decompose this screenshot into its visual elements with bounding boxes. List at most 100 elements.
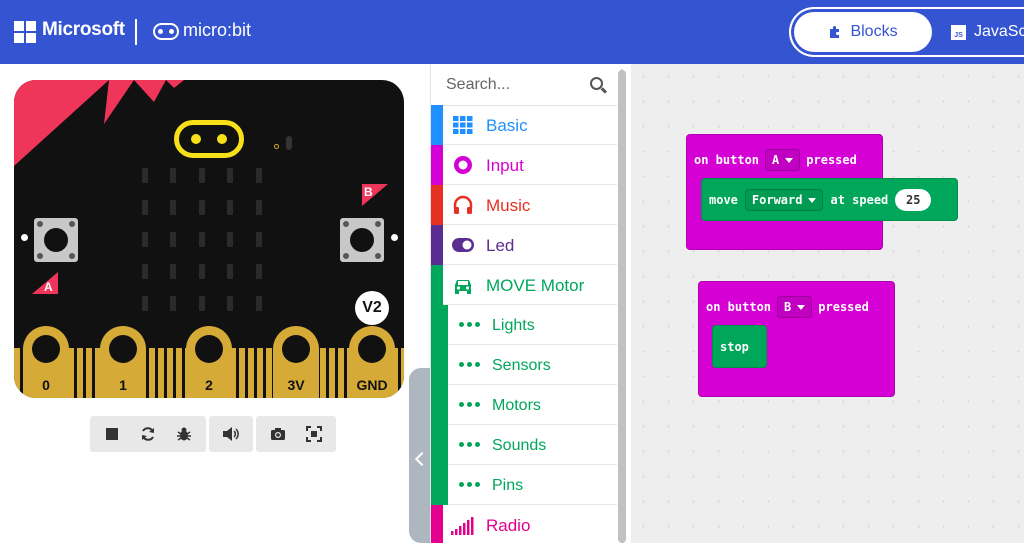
toolbox-scrollbar[interactable] bbox=[618, 70, 626, 543]
category-input[interactable]: Input bbox=[431, 145, 617, 185]
tab-javascript[interactable]: JS JavaSc bbox=[951, 12, 1024, 52]
button-a[interactable] bbox=[34, 218, 78, 262]
category-color-bar bbox=[431, 105, 443, 145]
button-dropdown[interactable]: A bbox=[765, 149, 801, 171]
led bbox=[256, 296, 262, 311]
category-color-bar bbox=[431, 145, 443, 185]
search-icon[interactable] bbox=[590, 77, 603, 90]
block-text: on button bbox=[706, 300, 772, 314]
microsoft-logo-icon[interactable] bbox=[14, 21, 36, 43]
button-b[interactable] bbox=[340, 218, 384, 262]
stop-button[interactable] bbox=[96, 418, 128, 450]
category-music[interactable]: Music bbox=[431, 185, 617, 225]
pin-1[interactable]: 1 bbox=[100, 326, 146, 398]
subcategory-sounds[interactable]: Sounds bbox=[431, 425, 617, 465]
button-b-label: B bbox=[364, 185, 373, 199]
category-basic[interactable]: Basic bbox=[431, 105, 617, 145]
led bbox=[227, 264, 233, 279]
signal-icon bbox=[451, 517, 474, 535]
category-label: Led bbox=[486, 236, 515, 255]
led bbox=[142, 264, 148, 279]
screenshot-button[interactable] bbox=[262, 418, 294, 450]
category-color-bar bbox=[431, 345, 448, 385]
led bbox=[170, 264, 176, 279]
microbit-brand[interactable]: micro:bit bbox=[183, 20, 252, 40]
target-icon bbox=[454, 156, 472, 174]
led bbox=[199, 200, 205, 215]
speaker-icon bbox=[223, 427, 239, 441]
category-label: Radio bbox=[486, 516, 531, 535]
stop-icon bbox=[106, 428, 118, 440]
chevron-down-icon bbox=[785, 157, 794, 163]
search-placeholder: Search... bbox=[446, 75, 511, 93]
simulator-toolbar bbox=[90, 416, 336, 452]
led bbox=[170, 296, 176, 311]
speed-input[interactable]: 25 bbox=[895, 189, 932, 211]
dots-icon bbox=[459, 362, 480, 367]
led bbox=[199, 264, 205, 279]
fullscreen-button[interactable] bbox=[298, 418, 330, 450]
block-header: on button B pressed bbox=[706, 296, 869, 318]
pin-gnd[interactable]: GND bbox=[349, 326, 395, 398]
led bbox=[199, 296, 205, 311]
subcategory-pins[interactable]: Pins bbox=[431, 465, 617, 505]
led bbox=[227, 232, 233, 247]
dots-icon bbox=[459, 482, 480, 487]
category-label: Pins bbox=[492, 477, 524, 494]
category-led[interactable]: Led bbox=[431, 225, 617, 265]
category-color-bar bbox=[431, 505, 443, 543]
led bbox=[170, 168, 176, 183]
camera-icon bbox=[271, 428, 285, 440]
search-input[interactable]: Search... bbox=[431, 64, 617, 106]
led bbox=[142, 200, 148, 215]
debug-button[interactable] bbox=[168, 418, 200, 450]
block-text: at speed bbox=[830, 193, 889, 207]
tab-javascript-label: JavaSc bbox=[974, 23, 1024, 40]
pin-2[interactable]: 2 bbox=[186, 326, 232, 398]
led bbox=[142, 232, 148, 247]
pin-3v[interactable]: 3V bbox=[273, 326, 319, 398]
mute-button[interactable] bbox=[215, 418, 247, 450]
editor-toggle-track: Blocks JS JavaSc bbox=[791, 9, 1024, 55]
touch-logo-icon[interactable] bbox=[174, 120, 244, 158]
tab-blocks[interactable]: Blocks bbox=[794, 12, 932, 52]
led-indicator-icon bbox=[274, 144, 279, 149]
led bbox=[142, 296, 148, 311]
led bbox=[170, 200, 176, 215]
version-badge: V2 bbox=[355, 291, 389, 325]
tab-blocks-label: Blocks bbox=[850, 23, 898, 40]
microbit-board[interactable]: A B V2 0 1 2 3V GND bbox=[14, 80, 404, 398]
dots-icon bbox=[459, 442, 480, 447]
led bbox=[227, 200, 233, 215]
category-radio[interactable]: Radio bbox=[431, 505, 617, 543]
led bbox=[227, 168, 233, 183]
button-a-marker-icon bbox=[32, 272, 58, 294]
button-a-label: A bbox=[44, 280, 53, 294]
headphones-icon bbox=[453, 195, 473, 214]
collapse-simulator-button[interactable] bbox=[409, 368, 431, 543]
stop-block[interactable]: stop bbox=[712, 325, 767, 368]
restart-icon bbox=[142, 427, 154, 441]
microbit-logo-icon bbox=[153, 23, 179, 40]
pin-0[interactable]: 0 bbox=[23, 326, 69, 398]
move-block[interactable]: move Forward at speed 25 bbox=[701, 178, 958, 221]
led bbox=[256, 200, 262, 215]
block-content: move Forward at speed 25 bbox=[709, 189, 932, 211]
sim-controls-group bbox=[90, 416, 206, 452]
restart-button[interactable] bbox=[132, 418, 164, 450]
subcategory-sensors[interactable]: Sensors bbox=[431, 345, 617, 385]
category-label: Input bbox=[486, 156, 524, 175]
toggle-icon bbox=[452, 238, 474, 252]
block-text: on button bbox=[694, 153, 760, 167]
category-label: Music bbox=[486, 196, 531, 215]
blocks-workspace[interactable]: on button A pressed move Forward at spee… bbox=[631, 64, 1024, 543]
subcategory-lights[interactable]: Lights bbox=[431, 305, 617, 345]
led bbox=[199, 168, 205, 183]
board-edge-dot bbox=[21, 234, 28, 241]
puzzle-icon bbox=[830, 26, 840, 38]
button-dropdown[interactable]: B bbox=[777, 296, 813, 318]
category-move-motor[interactable]: MOVE Motor bbox=[431, 265, 617, 305]
direction-dropdown[interactable]: Forward bbox=[744, 189, 824, 211]
microsoft-brand[interactable]: Microsoft bbox=[42, 19, 125, 40]
subcategory-motors[interactable]: Motors bbox=[431, 385, 617, 425]
